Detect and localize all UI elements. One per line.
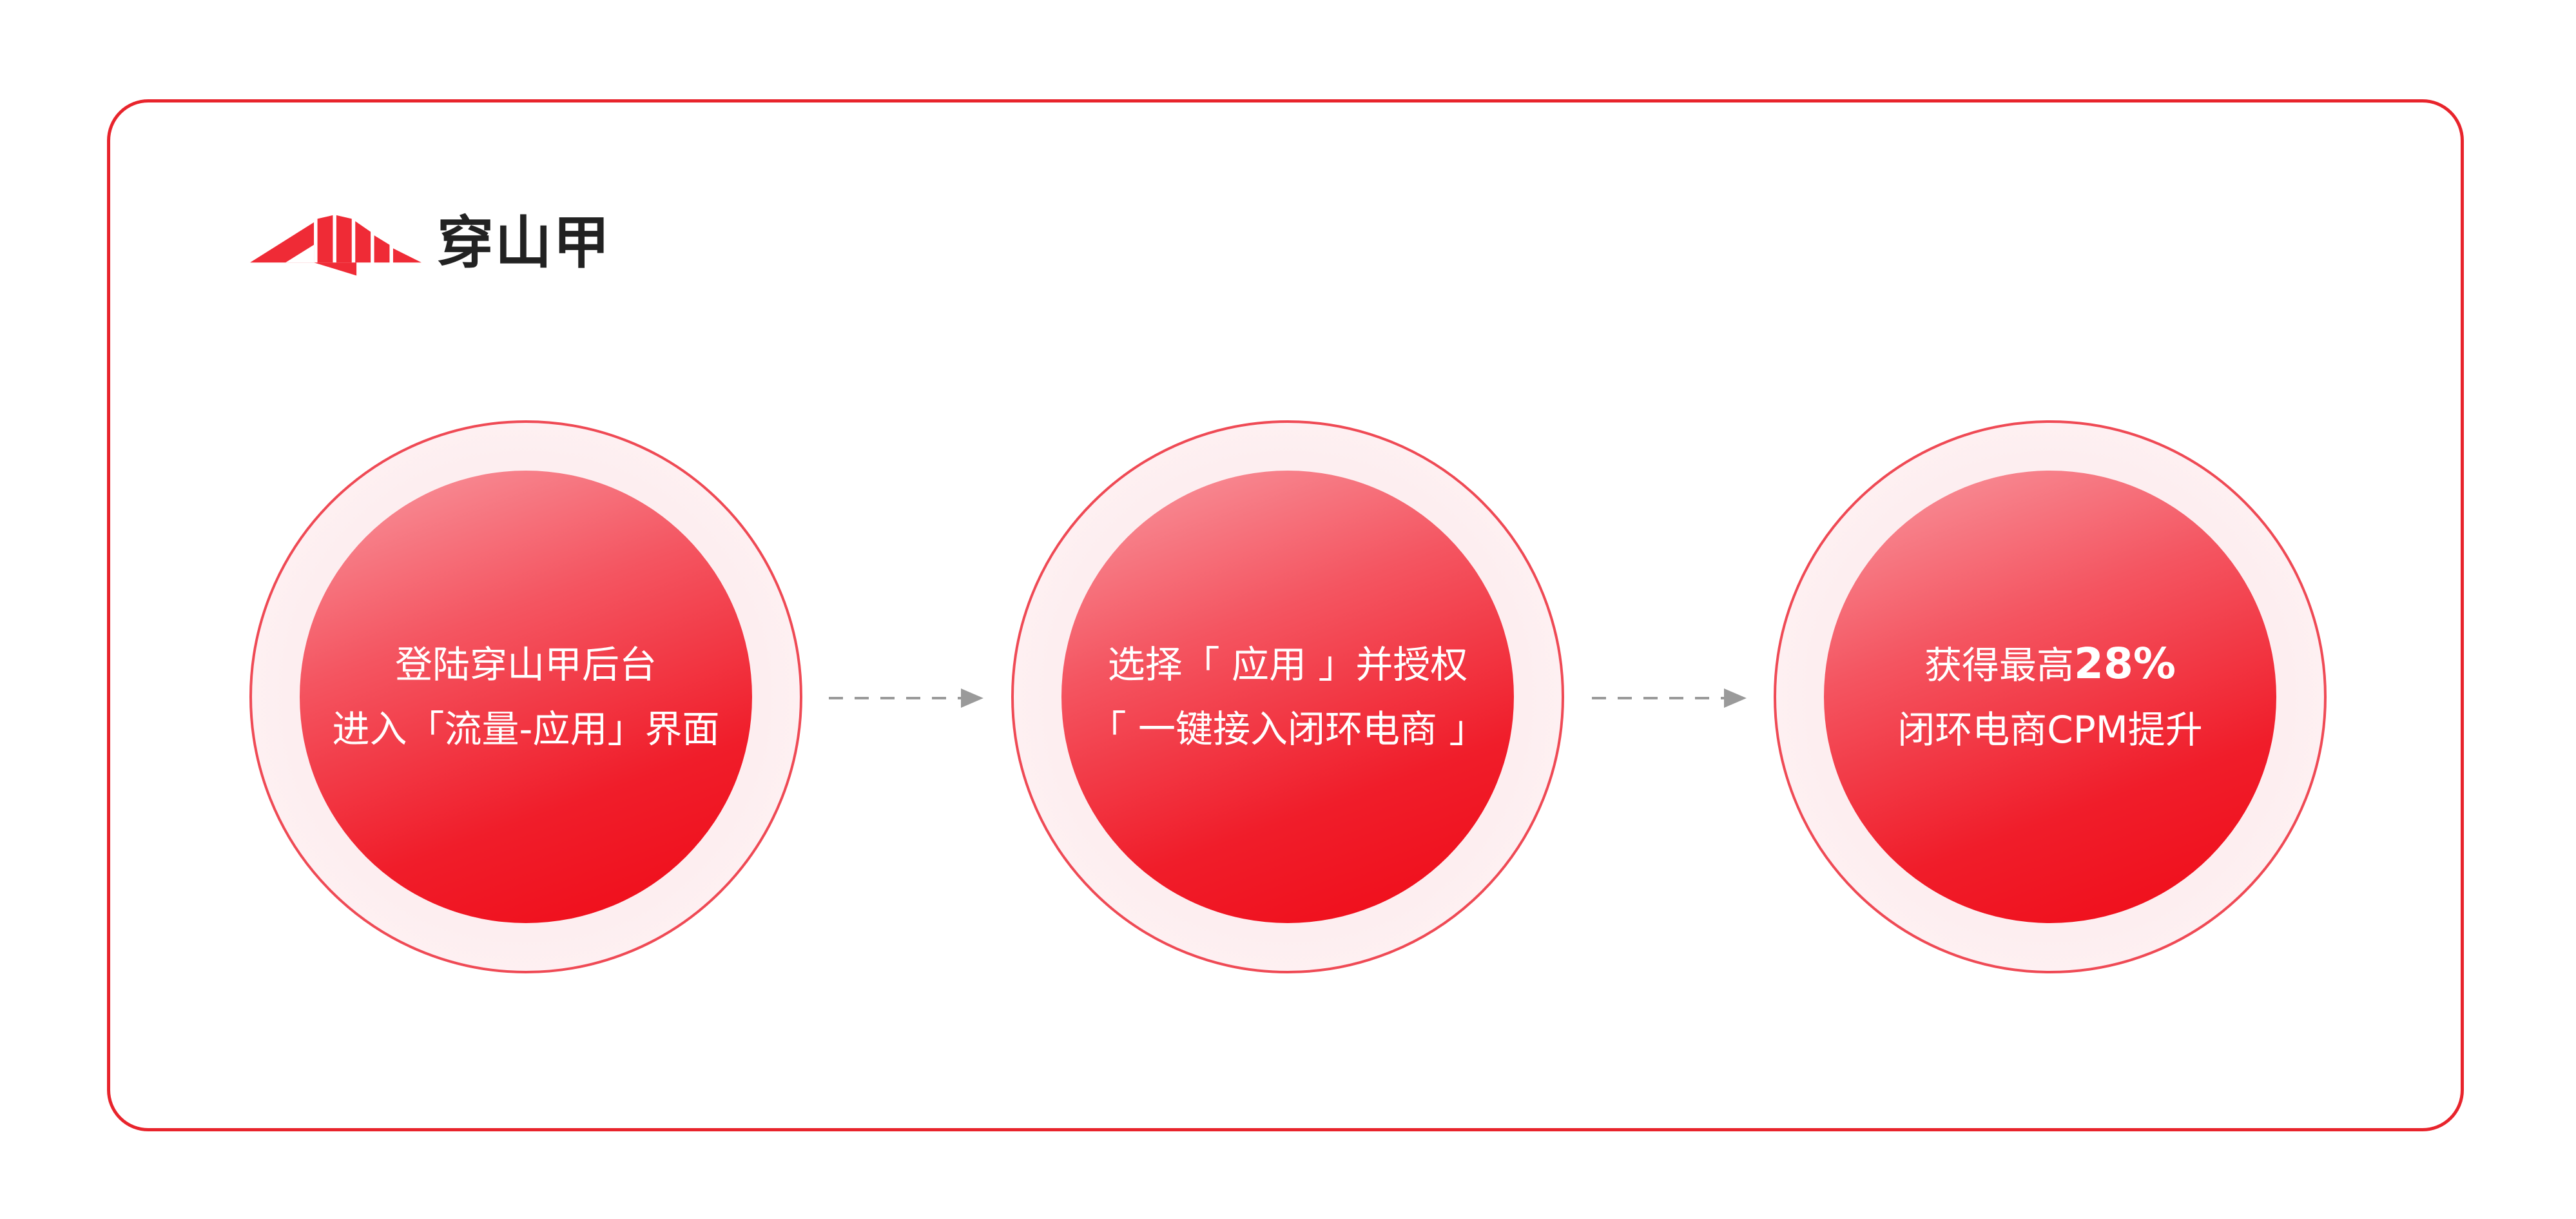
step-2: 选择「 应用 」并授权 「 一键接入闭环电商 」 (1011, 420, 1564, 973)
step-3-line-1-prefix: 获得最高 (1924, 643, 2075, 687)
step-1-disc: 登陆穿山甲后台 进入「流量-应用」界面 (300, 471, 752, 923)
step-1-line-2: 进入「流量-应用」界面 (332, 707, 720, 751)
step-3-disc: 获得最高28% 闭环电商CPM提升 (1824, 471, 2276, 923)
dashed-arrow-right-icon (1592, 688, 1747, 708)
brand-logo: 穿山甲 (250, 208, 611, 278)
step-1-line-1: 登陆穿山甲后台 (394, 643, 657, 687)
step-3-line-1: 获得最高28% (1924, 632, 2176, 697)
step-2-line-1: 选择「 应用 」并授权 (1107, 643, 1468, 687)
step-3-line-2: 闭环电商CPM提升 (1897, 708, 2203, 752)
pangle-logo-icon (250, 215, 421, 276)
step-2-disc: 选择「 应用 」并授权 「 一键接入闭环电商 」 (1061, 471, 1514, 923)
brand-name: 穿山甲 (436, 210, 611, 276)
dashed-arrow-right-icon (829, 688, 983, 708)
step-3-highlight: 28% (2074, 639, 2176, 688)
step-3: 获得最高28% 闭环电商CPM提升 (1774, 420, 2327, 973)
step-1: 登陆穿山甲后台 进入「流量-应用」界面 (249, 420, 802, 973)
step-2-line-2: 「 一键接入闭环电商 」 (1089, 707, 1487, 751)
